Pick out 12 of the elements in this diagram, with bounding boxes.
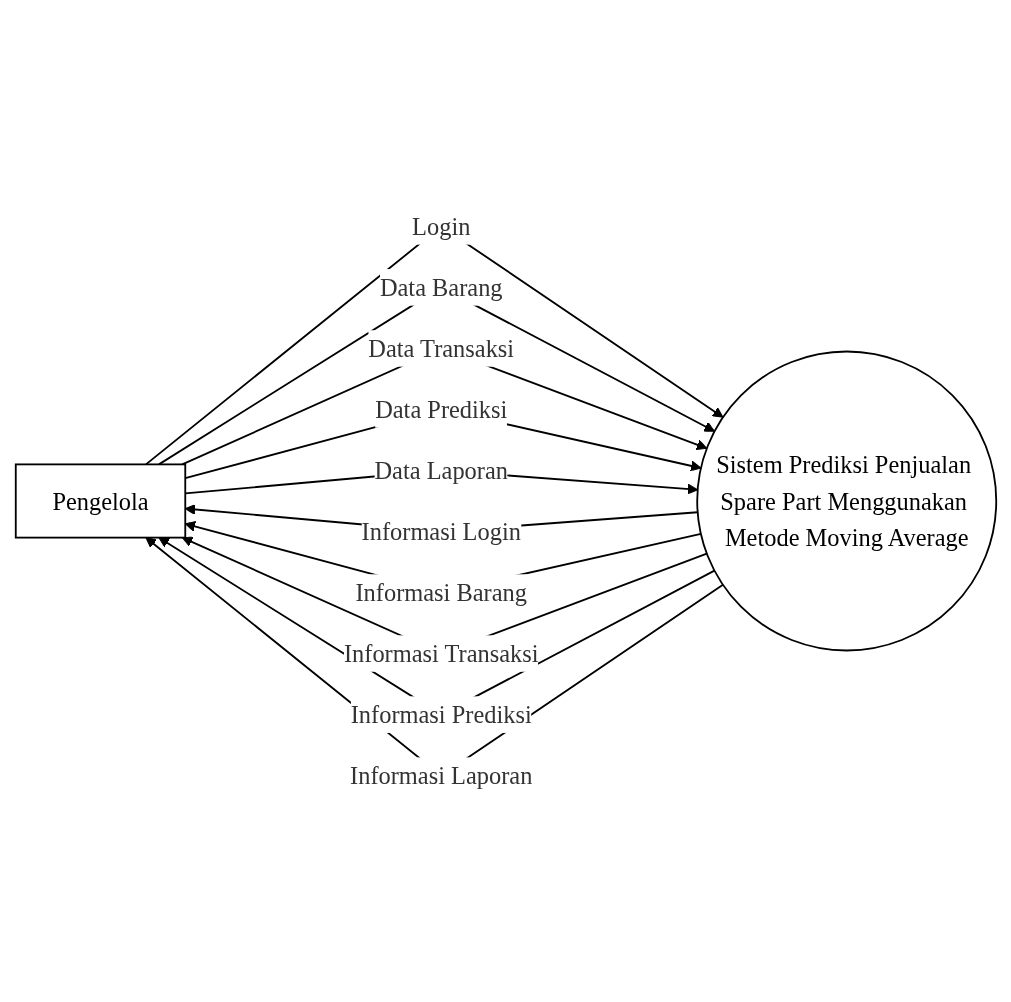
edge-label: Data Laporan xyxy=(373,457,508,484)
edge-label: Data Transaksi xyxy=(367,335,514,362)
edge-label: Data Prediksi xyxy=(374,396,507,423)
node-box: Pengelola xyxy=(14,463,186,539)
edge-label: Informasi Prediksi xyxy=(350,701,532,729)
edge-label: Login xyxy=(411,212,470,240)
edge-label: Data Barang xyxy=(379,273,503,301)
edge-label: Informasi Login xyxy=(361,518,521,545)
node-circle: Sistem Prediksi Penjualan Spare Part Menggunakan Metode Moving Average xyxy=(695,350,997,652)
edge-label: Informasi Laporan xyxy=(349,762,532,790)
edge-label: Informasi Transaksi xyxy=(343,640,539,667)
edge-label: Informasi Barang xyxy=(354,579,527,606)
